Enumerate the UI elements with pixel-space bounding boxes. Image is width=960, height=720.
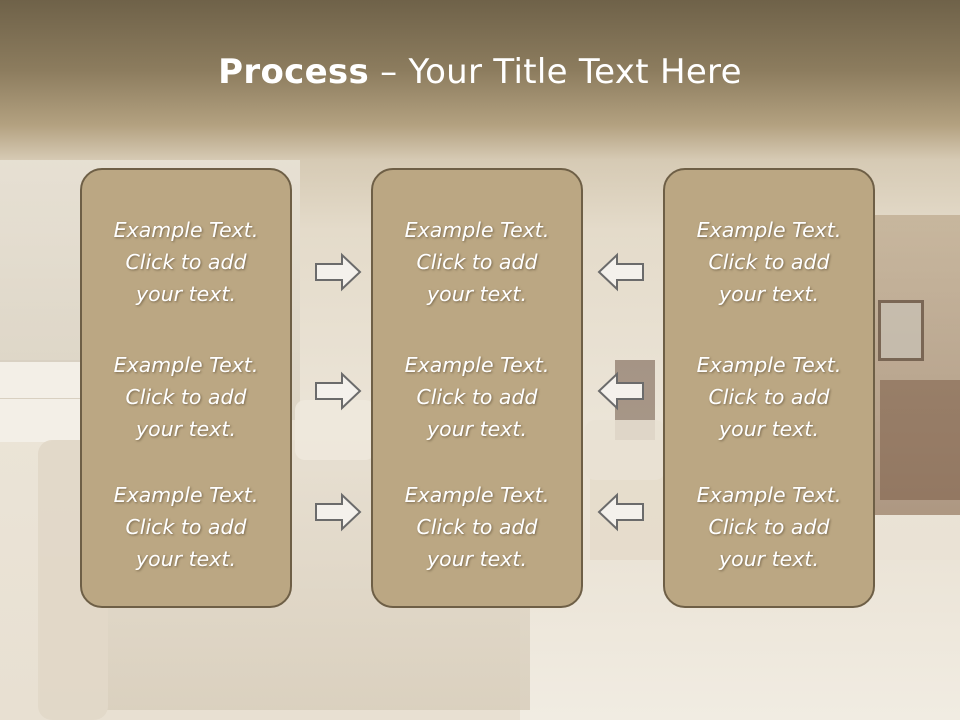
text-line: Click to add <box>708 385 830 409</box>
arrow-left-icon[interactable] <box>597 252 645 292</box>
text-line: Example Text. <box>113 483 259 507</box>
background-counter-line <box>0 398 80 399</box>
arrow-right-icon[interactable] <box>314 252 362 292</box>
text-line: Example Text. <box>113 218 259 242</box>
text-placeholder[interactable]: Example Text. Click to add your text. <box>665 479 873 575</box>
title-bold-text: Process <box>218 52 370 92</box>
text-line: Click to add <box>416 250 538 274</box>
text-placeholder[interactable]: Example Text. Click to add your text. <box>82 214 290 310</box>
process-box-center[interactable]: Example Text. Click to add your text. Ex… <box>371 168 583 608</box>
background-window <box>878 300 924 361</box>
process-box-right[interactable]: Example Text. Click to add your text. Ex… <box>663 168 875 608</box>
text-line: your text. <box>719 547 819 571</box>
text-line: Click to add <box>708 515 830 539</box>
text-placeholder[interactable]: Example Text. Click to add your text. <box>82 479 290 575</box>
text-placeholder[interactable]: Example Text. Click to add your text. <box>665 214 873 310</box>
background-cushion <box>295 400 375 460</box>
text-line: Example Text. <box>696 218 842 242</box>
text-line: Click to add <box>416 515 538 539</box>
text-line: your text. <box>719 282 819 306</box>
text-placeholder[interactable]: Example Text. Click to add your text. <box>373 214 581 310</box>
text-line: Example Text. <box>404 353 550 377</box>
slide-title[interactable]: Process – Your Title Text Here <box>0 52 960 92</box>
text-line: your text. <box>719 417 819 441</box>
text-line: Click to add <box>125 385 247 409</box>
background-furniture <box>880 380 960 500</box>
text-line: your text. <box>136 417 236 441</box>
text-line: your text. <box>427 417 527 441</box>
text-line: Click to add <box>125 515 247 539</box>
text-line: your text. <box>136 282 236 306</box>
process-box-left[interactable]: Example Text. Click to add your text. Ex… <box>80 168 292 608</box>
text-placeholder[interactable]: Example Text. Click to add your text. <box>82 349 290 445</box>
text-placeholder[interactable]: Example Text. Click to add your text. <box>373 479 581 575</box>
arrow-right-icon[interactable] <box>314 492 362 532</box>
arrow-left-icon[interactable] <box>597 371 645 411</box>
text-line: Example Text. <box>696 353 842 377</box>
text-line: Click to add <box>125 250 247 274</box>
text-line: your text. <box>136 547 236 571</box>
text-line: Example Text. <box>404 483 550 507</box>
background-cushion <box>585 420 665 480</box>
title-rest-text: – Your Title Text Here <box>369 52 742 92</box>
text-line: Click to add <box>416 385 538 409</box>
text-line: Example Text. <box>113 353 259 377</box>
text-placeholder[interactable]: Example Text. Click to add your text. <box>373 349 581 445</box>
arrow-left-icon[interactable] <box>597 492 645 532</box>
text-line: your text. <box>427 282 527 306</box>
text-placeholder[interactable]: Example Text. Click to add your text. <box>665 349 873 445</box>
text-line: Example Text. <box>696 483 842 507</box>
background-counter <box>0 360 90 442</box>
text-line: your text. <box>427 547 527 571</box>
arrow-right-icon[interactable] <box>314 371 362 411</box>
text-line: Click to add <box>708 250 830 274</box>
text-line: Example Text. <box>404 218 550 242</box>
